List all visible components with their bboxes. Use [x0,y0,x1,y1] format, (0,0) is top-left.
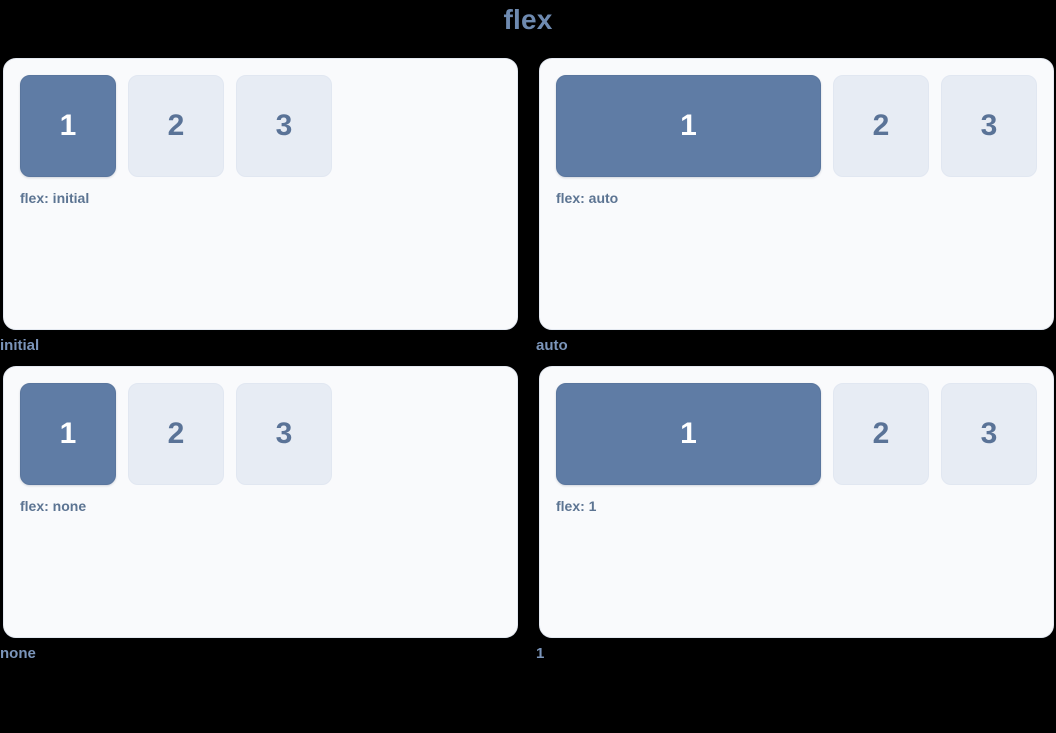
flex-container-one: 1 2 3 [556,383,1037,485]
caption-auto: auto [536,337,568,354]
demo-auto: 1 2 3 flex: auto auto [536,58,1054,356]
demo-card-none: 1 2 3 flex: none [3,366,518,638]
demo-initial: 1 2 3 flex: initial initial [0,58,518,356]
demo-card-initial: 1 2 3 flex: initial [3,58,518,330]
code-label-none: flex: none [20,498,87,514]
demo-card-one: 1 2 3 flex: 1 [539,366,1054,638]
demo-one: 1 2 3 flex: 1 1 [536,366,1054,664]
code-label-initial: flex: initial [20,190,90,206]
caption-initial: initial [0,337,40,354]
demo-grid: 1 2 3 flex: initial initial 1 2 3 flex: … [0,58,1056,664]
flex-container-none: 1 2 3 [20,383,501,485]
page-title: flex [503,4,553,35]
caption-none: none [0,645,36,662]
flex-item-1: 1 [556,383,821,485]
flex-item-2: 2 [128,75,224,177]
flex-item-2: 2 [833,383,929,485]
flex-item-3: 3 [941,75,1037,177]
demo-none: 1 2 3 flex: none none [0,366,518,664]
flex-item-1: 1 [556,75,821,177]
flex-item-2: 2 [128,383,224,485]
flex-container-auto: 1 2 3 [556,75,1037,177]
code-label-one: flex: 1 [556,498,597,514]
flex-item-3: 3 [236,383,332,485]
flex-item-3: 3 [941,383,1037,485]
flex-item-3: 3 [236,75,332,177]
flex-container-initial: 1 2 3 [20,75,501,177]
flex-item-1: 1 [20,383,116,485]
caption-one: 1 [536,645,545,662]
flex-item-1: 1 [20,75,116,177]
flex-item-2: 2 [833,75,929,177]
demo-card-auto: 1 2 3 flex: auto [539,58,1054,330]
code-label-auto: flex: auto [556,190,619,206]
